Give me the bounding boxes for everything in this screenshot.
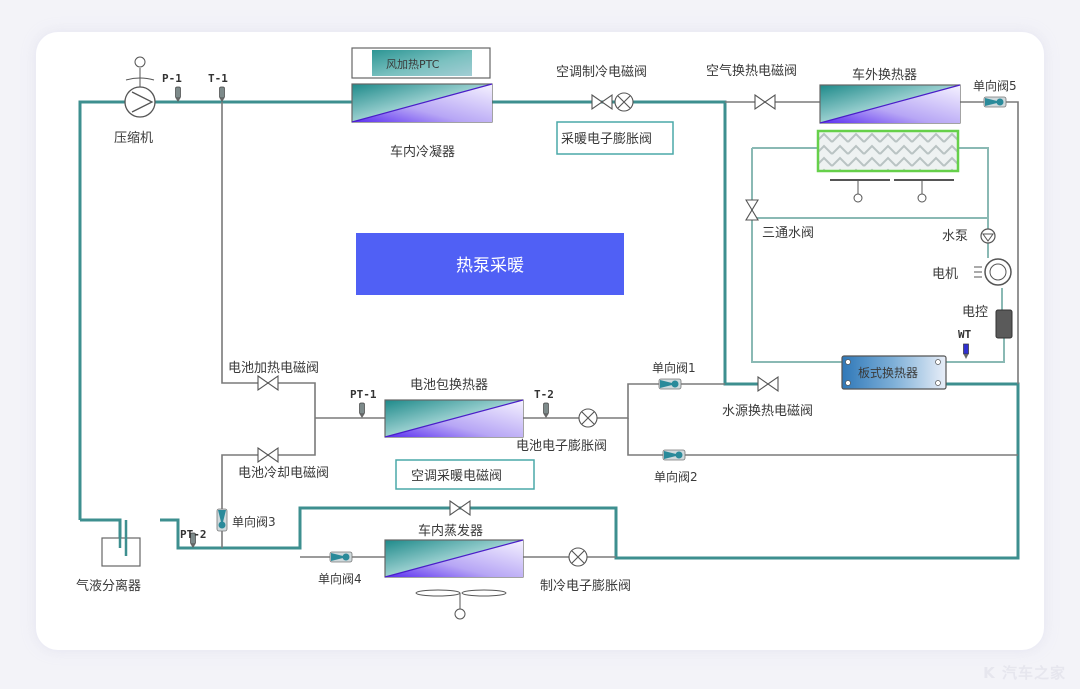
check-valve-1-label: 单向阀1 <box>652 360 696 375</box>
outside-hx-label: 车外换热器 <box>852 67 917 83</box>
check-valve-4-label: 单向阀4 <box>318 571 362 586</box>
water-temp-sensor-icon <box>963 343 969 359</box>
sensor-t1-label: T-1 <box>208 72 228 85</box>
check-valve-1-icon <box>658 378 682 390</box>
sensor-pt2-label: PT-2 <box>180 528 207 541</box>
sensor-pt1-label: PT-1 <box>350 388 377 401</box>
cabin-evaporator <box>384 539 524 578</box>
mode-banner <box>356 233 624 295</box>
motor-icon <box>974 258 1012 286</box>
outside-heat-exchanger <box>819 84 961 124</box>
gas-liquid-separator-icon <box>101 520 141 567</box>
motor-controller-icon <box>995 309 1013 339</box>
battery-heating-solenoid-label: 电池加热电磁阀 <box>228 361 319 376</box>
cooling-expansion-valve-label: 制冷电子膨胀阀 <box>540 579 631 594</box>
battery-cooling-solenoid-label: 电池冷却电磁阀 <box>238 466 329 481</box>
compressor-icon <box>124 56 156 118</box>
ac-cooling-solenoid-label: 空调制冷电磁阀 <box>556 65 647 80</box>
battery-expansion-valve-label: 电池电子膨胀阀 <box>516 439 607 454</box>
battery-heat-exchanger <box>384 399 524 438</box>
check-valve-4-icon <box>329 551 353 563</box>
battery-expansion-valve-icon <box>578 408 598 428</box>
plate-heat-exchanger <box>841 355 947 390</box>
heating-expansion-valve-label: 采暖电子膨胀阀 <box>561 132 652 147</box>
check-valve-3-icon <box>216 508 228 532</box>
battery-heating-solenoid-icon <box>257 375 279 391</box>
water-source-solenoid-label: 水源换热电磁阀 <box>722 404 813 419</box>
water-pump-icon <box>980 228 996 244</box>
check-valve-2-label: 单向阀2 <box>654 469 698 484</box>
cooling-expansion-valve-icon <box>568 547 588 567</box>
motor-label: 电机 <box>932 267 958 282</box>
temperature-sensor-2-icon <box>543 402 549 419</box>
three-way-water-valve-label: 三通水阀 <box>762 226 814 241</box>
heating-expansion-valve-icon <box>614 92 634 112</box>
air-ptc-heater <box>351 47 491 79</box>
check-valve-3-label: 单向阀3 <box>232 514 276 529</box>
pressure-temp-sensor-icon <box>359 402 365 419</box>
air-hx-solenoid-icon <box>754 94 776 110</box>
compressor-label: 压缩机 <box>114 130 153 146</box>
check-valve-5-icon <box>983 96 1007 108</box>
heating-expansion-valve-box <box>556 121 674 155</box>
air-hx-solenoid-label: 空气换热电磁阀 <box>706 63 797 79</box>
three-way-water-valve-icon <box>745 199 759 221</box>
ac-heating-solenoid-box <box>395 459 535 490</box>
water-source-solenoid-icon <box>757 376 779 392</box>
check-valve-5-label: 单向阀5 <box>973 78 1017 93</box>
radiator <box>816 129 960 173</box>
ac-heating-solenoid-label: 空调采暖电磁阀 <box>411 469 502 484</box>
motor-controller-label: 电控 <box>962 305 988 320</box>
evaporator-bypass-solenoid-icon <box>449 500 471 516</box>
cabin-evaporator-label: 车内蒸发器 <box>418 523 483 539</box>
plate-hx-label: 板式换热器 <box>858 366 918 380</box>
ac-cooling-solenoid-icon <box>591 94 613 110</box>
pressure-sensor-icon <box>175 86 181 103</box>
sensor-p1-label: P-1 <box>162 72 182 85</box>
sensor-wt-label: WT <box>958 328 972 341</box>
evaporator-fan-icon <box>415 589 507 620</box>
radiator-fan-icon <box>830 179 954 203</box>
water-pump-label: 水泵 <box>942 229 968 244</box>
coolant-pipes <box>751 147 1005 363</box>
battery-cooling-solenoid-icon <box>257 447 279 463</box>
cabin-condenser <box>351 83 493 123</box>
gas-liquid-separator-label: 气液分离器 <box>76 578 141 594</box>
mode-banner-label: 热泵采暖 <box>456 256 524 276</box>
check-valve-2-icon <box>662 449 686 461</box>
watermark: K 汽车之家 <box>983 664 1066 682</box>
temperature-sensor-icon <box>219 86 225 103</box>
sensor-t2-label: T-2 <box>534 388 554 401</box>
battery-hx-label: 电池包换热器 <box>410 378 488 393</box>
air-ptc-label: 风加热PTC <box>386 58 440 71</box>
cabin-condenser-label: 车内冷凝器 <box>390 144 455 160</box>
